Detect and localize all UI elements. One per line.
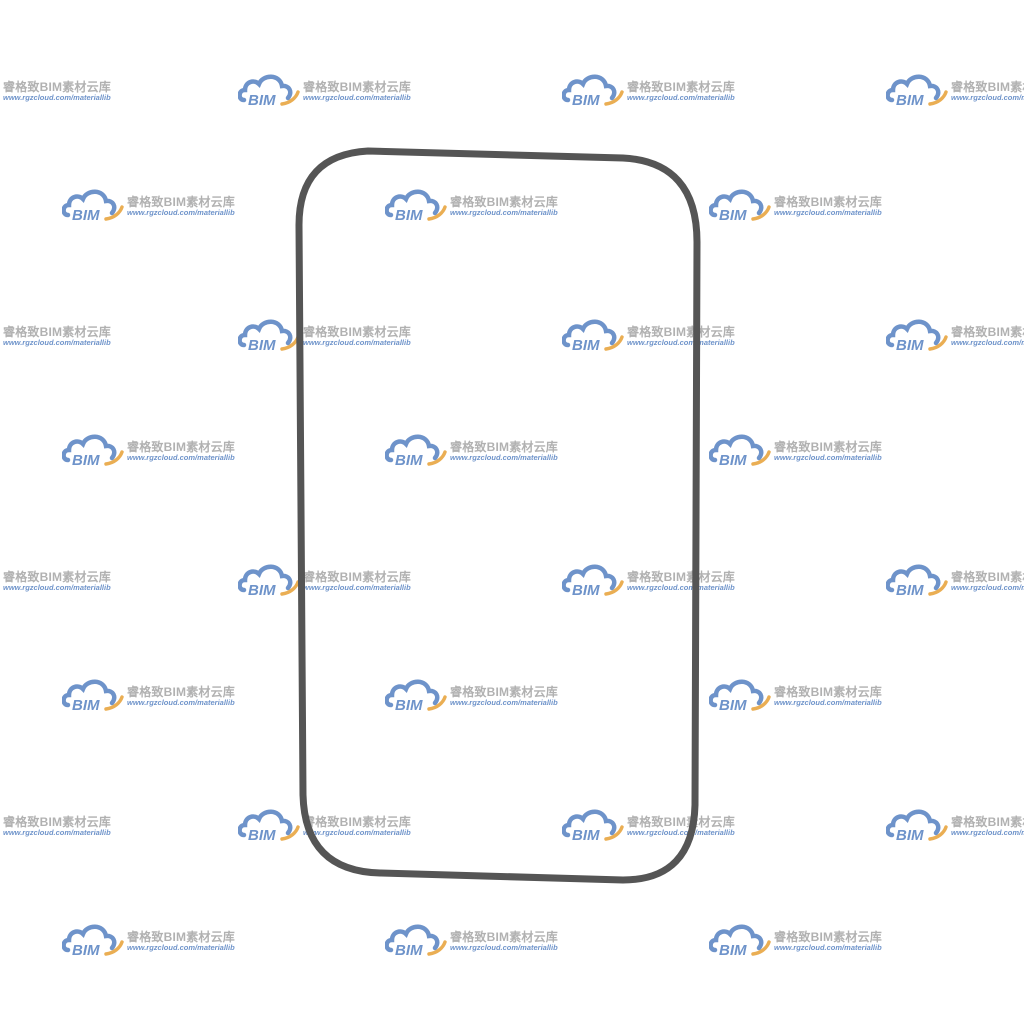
frame-outline-path [295, 147, 701, 884]
